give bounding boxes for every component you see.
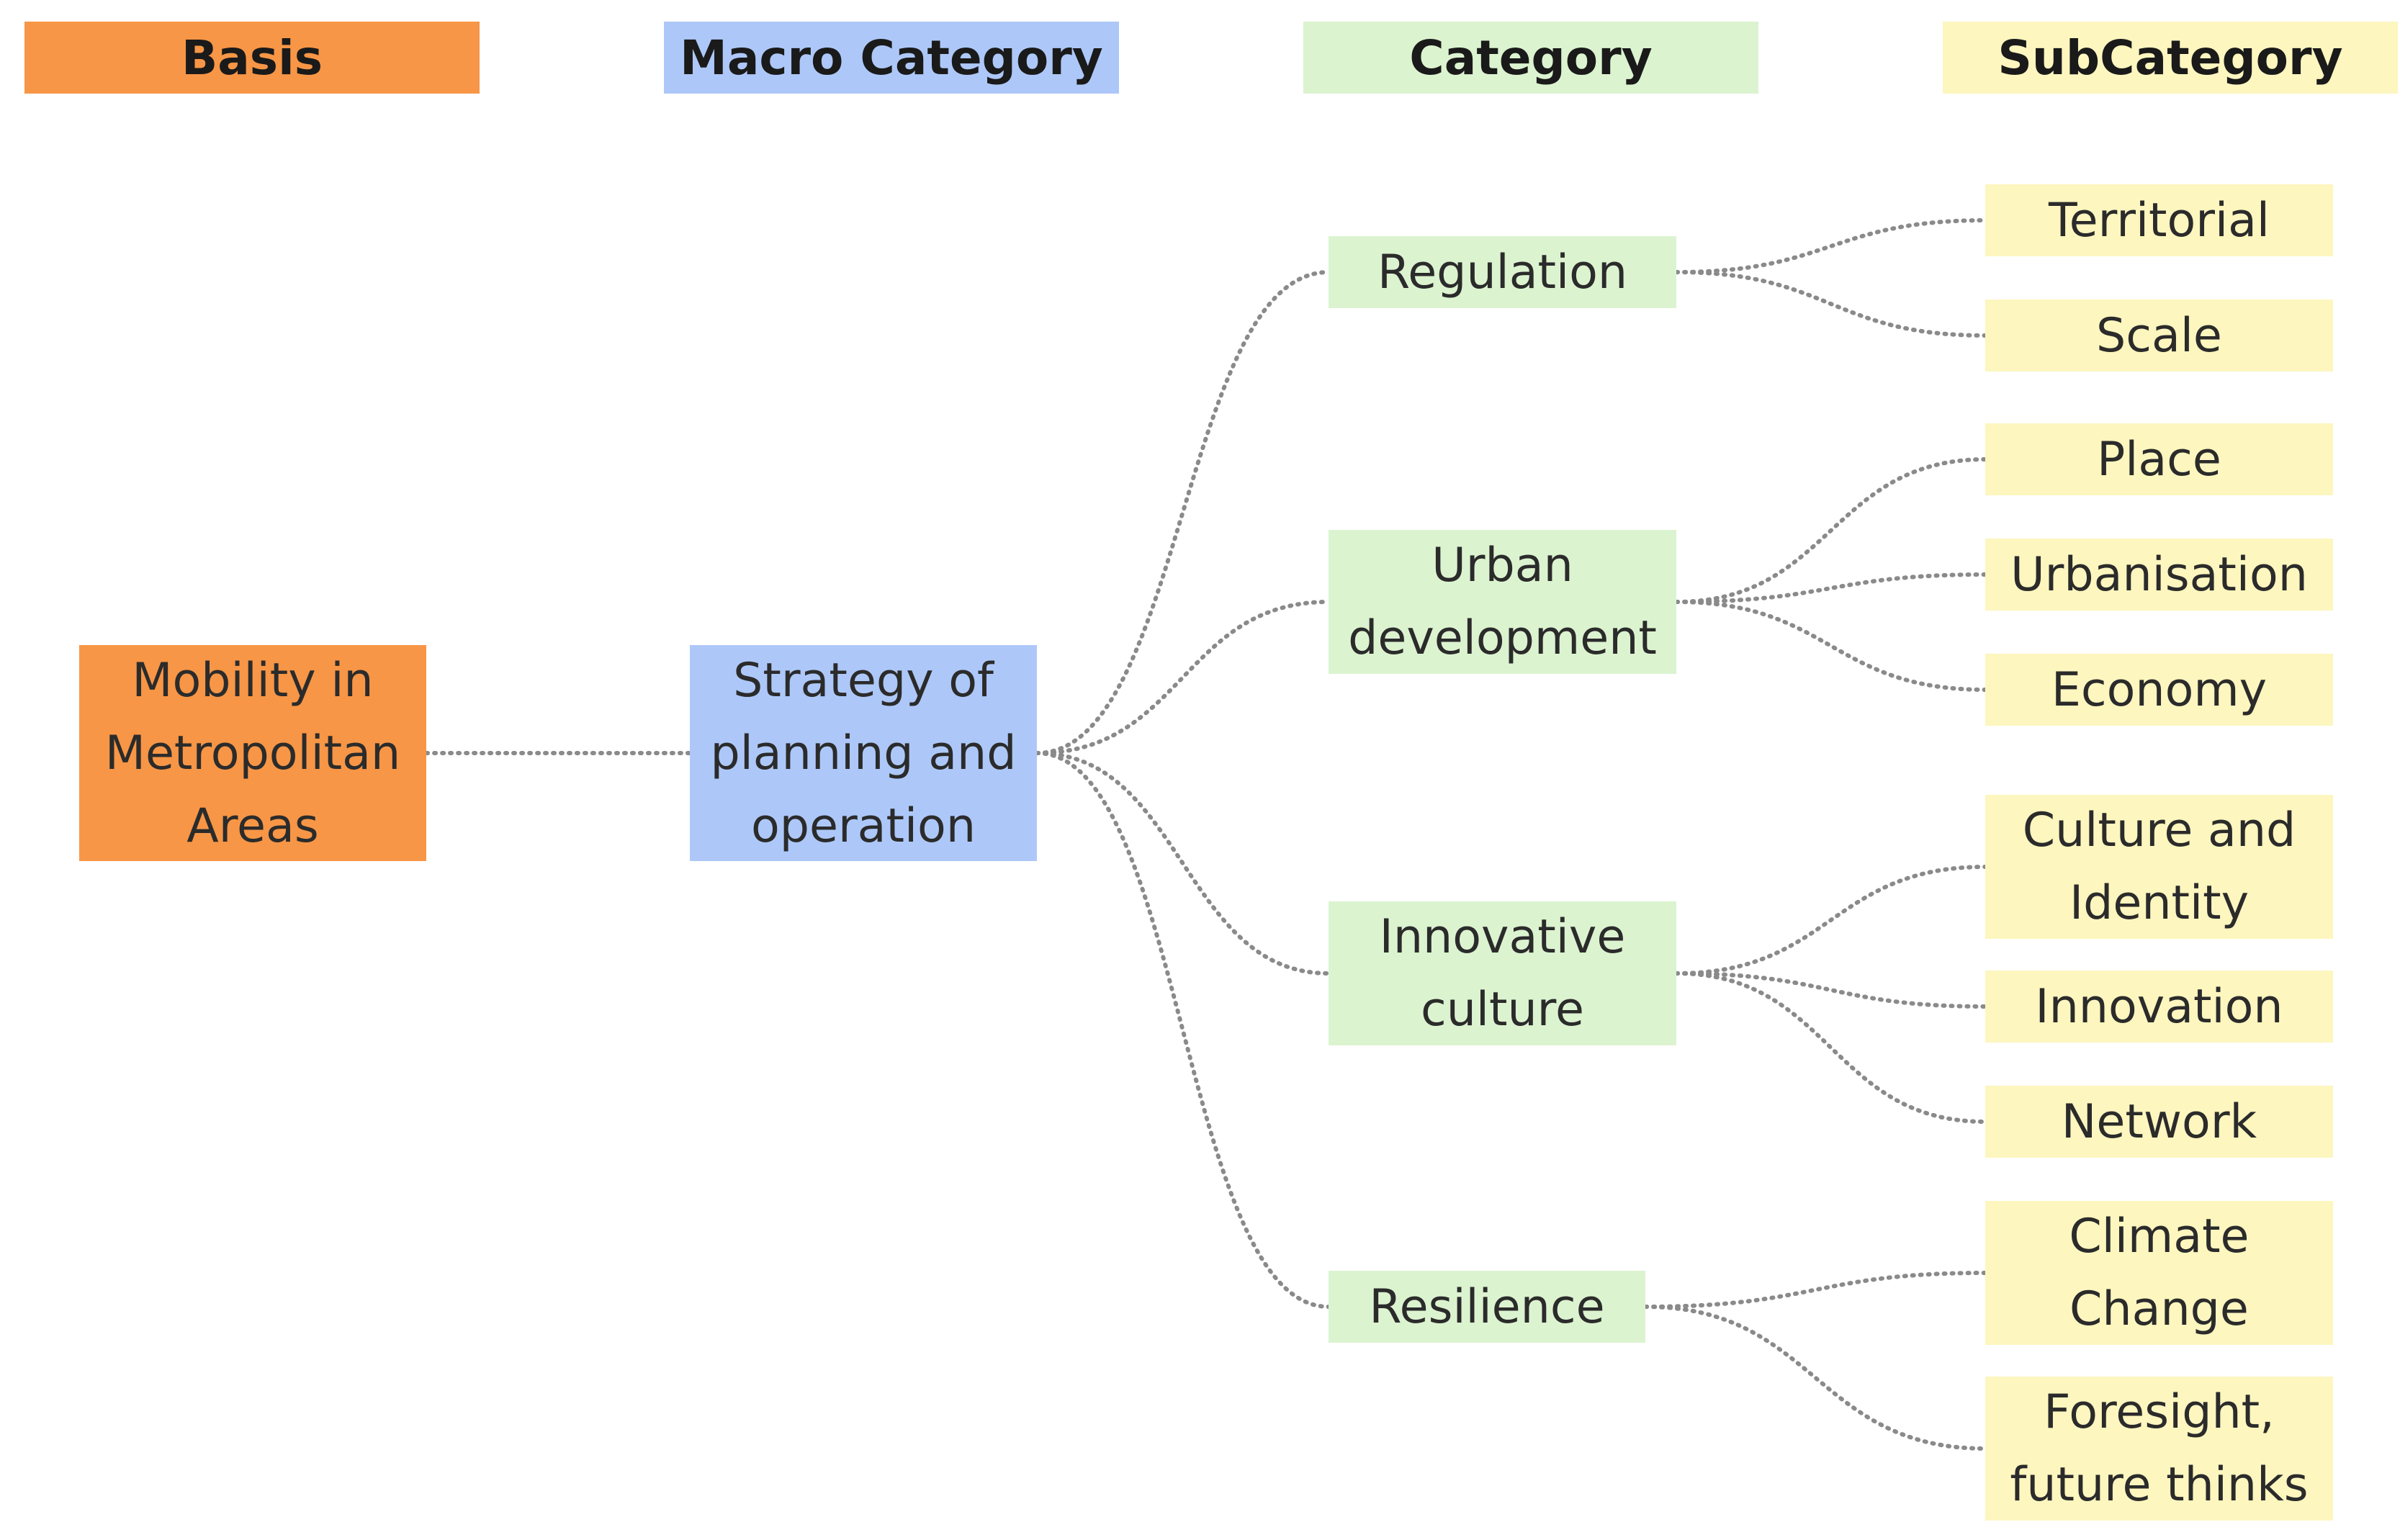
basis-node-label: Mobility in Metropolitan Areas bbox=[104, 653, 401, 853]
subcategory-node-label: Culture and Identity bbox=[2022, 803, 2296, 930]
subcategory-node-label: Urbanisation bbox=[2010, 547, 2308, 602]
link-category-subcategory bbox=[1643, 1305, 1987, 1451]
subcategory-node: Place bbox=[1985, 423, 2333, 495]
subcategory-node: Innovation bbox=[1985, 971, 2333, 1043]
subcategory-node: Network bbox=[1985, 1086, 2333, 1158]
subcategory-node: Scale bbox=[1985, 300, 2333, 372]
macro-category-node: Strategy of planning and operation bbox=[690, 645, 1037, 861]
category-node-label: Resilience bbox=[1369, 1279, 1605, 1334]
category-node: Resilience bbox=[1329, 1271, 1645, 1343]
subcategory-node-label: Place bbox=[2097, 432, 2221, 487]
header-macro-category: Macro Category bbox=[664, 22, 1119, 94]
subcategory-node: Territorial bbox=[1985, 184, 2333, 256]
link-category-subcategory bbox=[1674, 600, 1987, 692]
subcategory-node: Culture and Identity bbox=[1985, 795, 2333, 939]
category-node-label: Regulation bbox=[1377, 245, 1628, 300]
category-node-label: Innovative culture bbox=[1379, 910, 1626, 1037]
link-macro-category bbox=[1035, 751, 1331, 976]
category-node: Urban development bbox=[1329, 530, 1676, 674]
subcategory-node-label: Territorial bbox=[2049, 193, 2270, 248]
link-macro-category bbox=[1035, 600, 1331, 755]
category-node: Regulation bbox=[1329, 236, 1676, 308]
subcategory-node: Climate Change bbox=[1985, 1201, 2333, 1345]
subcategory-node-label: Foresight, future thinks bbox=[2010, 1385, 2309, 1512]
subcategory-node: Foresight, future thinks bbox=[1985, 1377, 2333, 1521]
category-node: Innovative culture bbox=[1329, 901, 1676, 1045]
link-macro-category bbox=[1035, 751, 1331, 1309]
link-category-subcategory bbox=[1674, 971, 1987, 1009]
link-category-subcategory bbox=[1674, 971, 1987, 1124]
link-macro-category bbox=[1035, 270, 1331, 755]
link-category-subcategory bbox=[1674, 572, 1987, 604]
link-category-subcategory bbox=[1674, 865, 1987, 976]
header-category: Category bbox=[1303, 22, 1758, 94]
category-node-label: Urban development bbox=[1348, 539, 1657, 665]
link-category-subcategory bbox=[1674, 270, 1987, 338]
subcategory-node-label: Climate Change bbox=[2069, 1210, 2250, 1336]
macro-category-node-label: Strategy of planning and operation bbox=[710, 653, 1017, 853]
subcategory-node: Economy bbox=[1985, 654, 2333, 726]
subcategory-node: Urbanisation bbox=[1985, 539, 2333, 611]
basis-node: Mobility in Metropolitan Areas bbox=[79, 645, 426, 861]
subcategory-node-label: Network bbox=[2061, 1094, 2257, 1149]
subcategory-node-label: Innovation bbox=[2035, 979, 2283, 1034]
link-category-subcategory bbox=[1674, 457, 1987, 604]
link-category-subcategory bbox=[1674, 218, 1987, 274]
subcategory-node-label: Scale bbox=[2096, 308, 2222, 363]
header-basis: Basis bbox=[24, 22, 480, 94]
subcategory-node-label: Economy bbox=[2051, 662, 2268, 717]
link-category-subcategory bbox=[1643, 1271, 1987, 1309]
header-subcategory: SubCategory bbox=[1943, 22, 2398, 94]
